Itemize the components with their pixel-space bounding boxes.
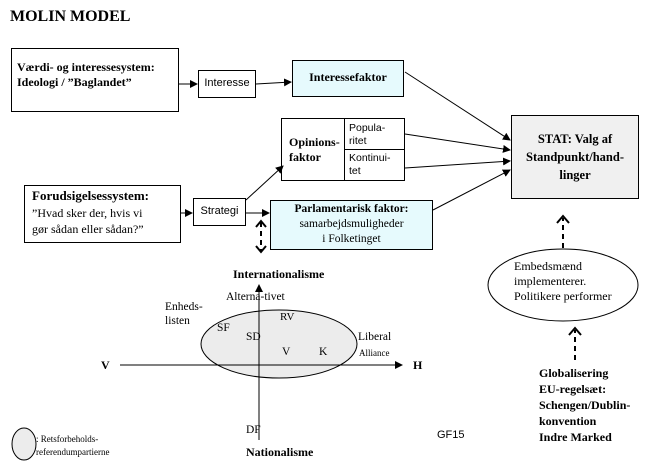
axis-left-label: V [101, 358, 110, 372]
party-sd: SD [246, 331, 261, 343]
party-k: K [319, 346, 328, 358]
party-cluster-ellipse [200, 309, 358, 379]
party-liberal: Liberal [358, 331, 392, 343]
values-system-box: Værdi- og interessesystem: Ideologi / ”B… [11, 48, 179, 112]
legend-line1: : Retsforbeholds- [36, 434, 99, 444]
opinionsfaktor-label1: Opinions- [289, 135, 340, 149]
globalisering-line3: Schengen/Dublin- [539, 398, 631, 412]
opinionsfaktor-label2: faktor [289, 150, 321, 164]
page-title: MOLIN MODEL [10, 8, 131, 25]
stat-line1: STAT: Valg af [537, 132, 613, 146]
globalisering-line1: Globalisering [539, 366, 609, 380]
parlamentarisk-box: Parlamentarisk faktor: samarbejdsmulighe… [270, 200, 433, 250]
axis-right-label: H [413, 358, 423, 372]
interesse-box: Interesse [198, 70, 256, 98]
opinionsfaktor-box: Opinions- faktor Popula- ritet Kontinui-… [281, 118, 405, 181]
legend-line2: referendumpartierne [36, 447, 110, 457]
embeds-line3: Politikere performer [514, 289, 612, 303]
arrow-kontinuitet-stat [404, 157, 511, 169]
parlamentarisk-line3: i Folketinget [322, 233, 381, 245]
party-rv: RV [280, 311, 295, 323]
embeds-ellipse [487, 248, 639, 322]
axis-bottom-label: Nationalisme [246, 445, 314, 459]
interessefaktor-label: Interessefaktor [309, 70, 387, 84]
party-alliance: Alliance [359, 348, 390, 358]
globalisering-line5: Indre Marked [539, 430, 612, 444]
strategi-label: Strategi [200, 205, 239, 217]
party-alternativet: Alterna-tivet [226, 291, 285, 303]
stat-line3: linger [559, 168, 591, 182]
globalisering-line2: EU-regelsæt: [539, 382, 607, 396]
embeds-line1: Embedsmænd [514, 259, 582, 273]
party-enhedslisten-2: listen [165, 315, 190, 327]
party-df: DF [246, 424, 261, 436]
forudsigelse-line2: ”Hvad sker der, hvis vi [32, 206, 143, 220]
code-label: GF15 [437, 429, 465, 441]
forudsigelsessystem-box: Forudsigelsessystem: ”Hvad sker der, hvi… [24, 185, 181, 243]
forudsigelse-line1: Forudsigelsessystem: [32, 188, 149, 203]
legend-ellipse-icon [11, 427, 37, 461]
popularitet-label1: Popula- [349, 122, 386, 134]
party-sf: SF [217, 322, 230, 334]
kontinuitet-label1: Kontinui- [349, 152, 391, 164]
values-system-line1: Værdi- og interessesystem: [17, 60, 155, 74]
embeds-line2: implementerer. [514, 274, 587, 288]
strategi-box: Strategi [193, 198, 246, 226]
popularitet-label2: ritet [349, 135, 367, 147]
stat-line2: Standpunkt/hand- [526, 150, 624, 164]
interessefaktor-box: Interessefaktor [292, 60, 404, 97]
parlamentarisk-line1: Parlamentarisk faktor: [294, 203, 409, 215]
arrow-popularitet-stat [404, 133, 511, 153]
arrow-strategi-opinion [245, 165, 284, 201]
values-system-line2: Ideologi / ”Baglandet” [17, 75, 132, 89]
arrow-interessefaktor-stat [404, 71, 511, 141]
forudsigelse-line3: gør sådan eller sådan?” [32, 222, 144, 236]
party-v: V [282, 346, 291, 358]
globalisering-line4: konvention [539, 414, 597, 428]
opinion-divider-horizontal [344, 149, 404, 150]
party-enhedslisten-1: Enheds- [165, 301, 203, 313]
axis-top-label: Internationalisme [233, 267, 325, 281]
interesse-label: Interesse [204, 77, 250, 89]
kontinuitet-label2: tet [349, 165, 361, 177]
arrow-interesse-interessefaktor [255, 78, 292, 87]
arrow-parlamentarisk-stat [432, 169, 511, 211]
stat-box: STAT: Valg af Standpunkt/hand- linger [511, 115, 639, 199]
parlamentarisk-line2: samarbejdsmuligheder [299, 218, 404, 230]
